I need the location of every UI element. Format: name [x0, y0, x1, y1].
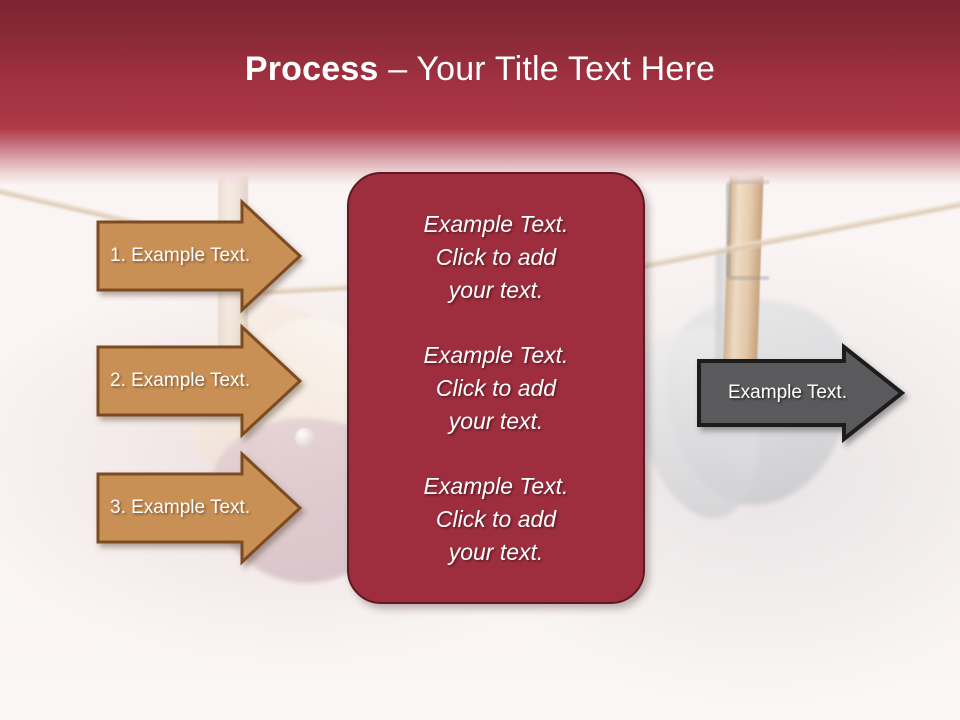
- pearl-bead: [295, 428, 315, 448]
- center-text-block-3: Example Text. Click to add your text.: [423, 473, 569, 565]
- center-text-block-2: Example Text. Click to add your text.: [423, 342, 569, 434]
- arrow-shape-result: [697, 342, 906, 444]
- arrow-shape-2: [96, 323, 303, 439]
- arrow-shape-1: [96, 198, 303, 314]
- page-title-rest: – Your Title Text Here: [378, 50, 716, 88]
- result-arrow[interactable]: Example Text.: [696, 342, 906, 444]
- page-title: Process – Your Title Text Here: [0, 50, 960, 89]
- page-title-bold: Process: [244, 50, 379, 88]
- clothespin-spring: [726, 180, 769, 280]
- process-arrow-3[interactable]: 3. Example Text.: [96, 450, 303, 566]
- header-band: [0, 0, 960, 128]
- center-text-block-1: Example Text. Click to add your text.: [423, 211, 569, 303]
- process-arrow-2[interactable]: 2. Example Text.: [96, 323, 303, 439]
- center-content-box[interactable]: Example Text. Click to add your text. Ex…: [347, 172, 645, 604]
- process-arrow-1[interactable]: 1. Example Text.: [96, 198, 303, 314]
- arrow-shape-3: [96, 450, 303, 566]
